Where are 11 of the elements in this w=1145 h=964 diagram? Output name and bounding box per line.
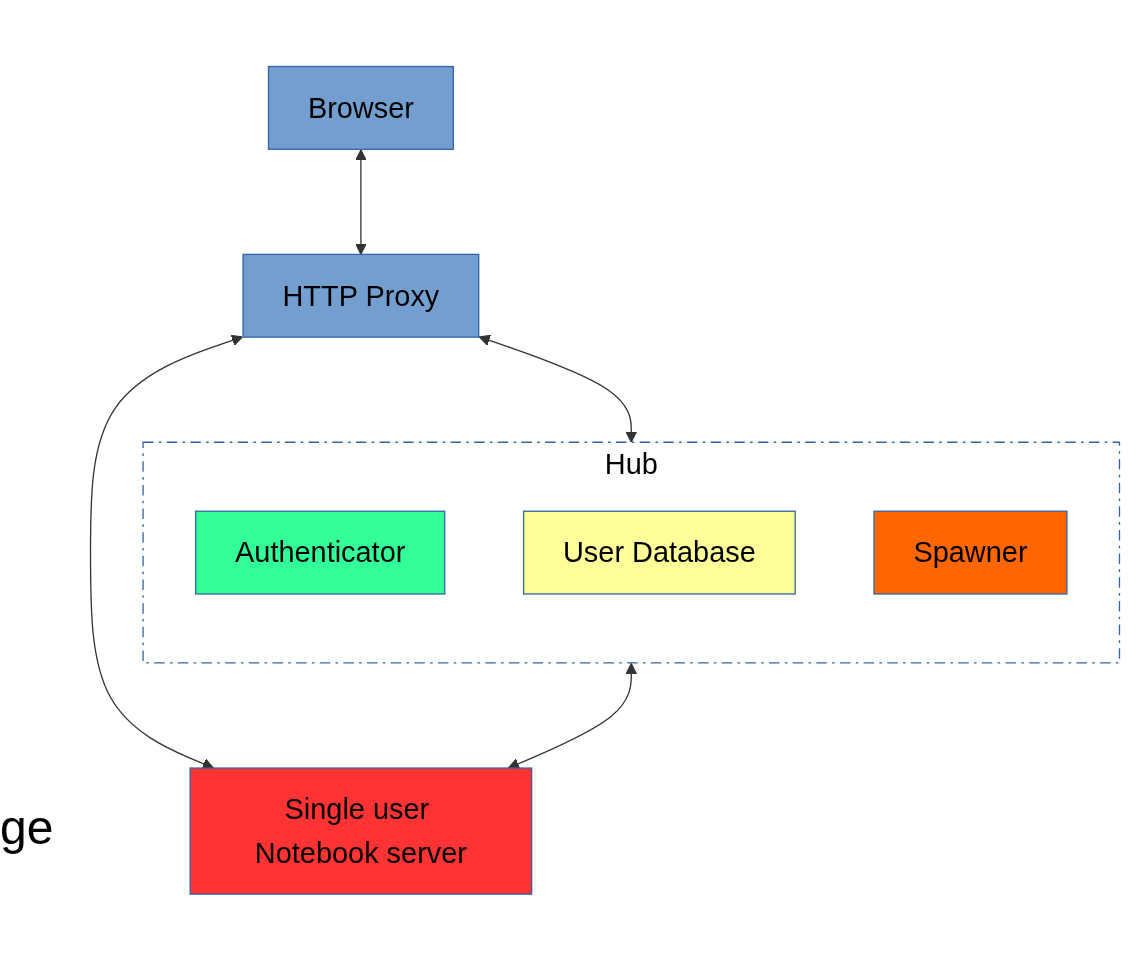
- node-box: HTTP Proxy: [242, 253, 480, 338]
- node-box: Authenticator: [194, 510, 446, 595]
- arrow: [507, 662, 638, 769]
- arrow: [355, 148, 367, 255]
- node-box: User Database: [522, 510, 796, 595]
- arrow: [478, 334, 638, 443]
- node-box: Spawner: [873, 510, 1068, 595]
- node-box: Browser: [267, 65, 454, 150]
- note-text: ge: [0, 800, 54, 855]
- node-box: Single user Notebook server: [189, 767, 533, 895]
- arrow: [89, 334, 244, 769]
